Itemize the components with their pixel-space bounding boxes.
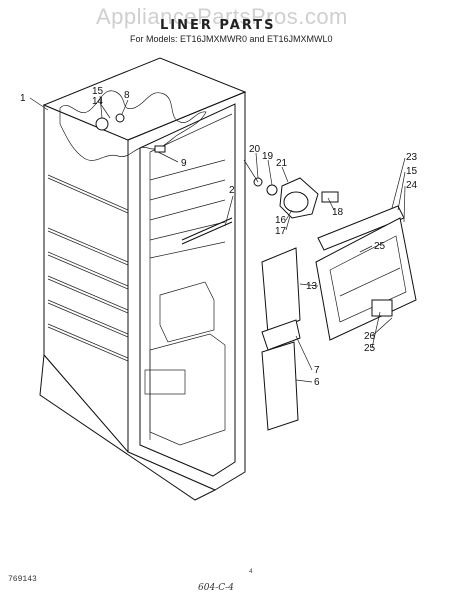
callout-21: 21 [276,158,288,169]
callout-9: 9 [181,158,187,169]
callout-2: 2 [229,185,235,196]
watermark: AppliancePartsPros.com [96,4,348,29]
callout-20: 20 [249,144,261,155]
callout-6: 6 [314,377,320,388]
callout-25a: 25 [374,241,386,252]
light-switch-assembly [243,159,339,219]
footer-code: 769143 [8,575,37,584]
callout-labels: 1 15 14 8 9 2 20 19 21 16 17 18 23 15 24… [20,86,418,388]
callout-25b: 25 [364,343,376,354]
callout-24: 24 [406,180,418,191]
control-housing [315,205,417,341]
leader-lines [29,95,406,383]
callout-15a: 15 [92,86,104,97]
callout-23: 23 [406,152,418,163]
diagram-title: LINER PARTS [160,18,276,33]
callout-8: 8 [124,90,130,101]
callout-13: 13 [306,281,318,292]
model-subtitle: For Models: ET16JMXMWR0 and ET16JMXMWL0 [130,34,333,44]
callout-18: 18 [332,207,344,218]
callout-16: 16 [275,215,287,226]
callout-17: 17 [275,226,287,237]
footer-handwritten-note: 604-C-4 [198,583,234,593]
callout-14: 14 [92,96,104,107]
liner-cabinet [39,57,247,501]
callout-15b: 15 [406,166,418,177]
callout-19: 19 [262,151,274,162]
callout-26: 26 [364,331,376,342]
callout-7: 7 [314,365,320,376]
callout-1: 1 [20,93,26,104]
footer-page-number: 4 [249,568,253,575]
cover-panels [261,247,301,431]
